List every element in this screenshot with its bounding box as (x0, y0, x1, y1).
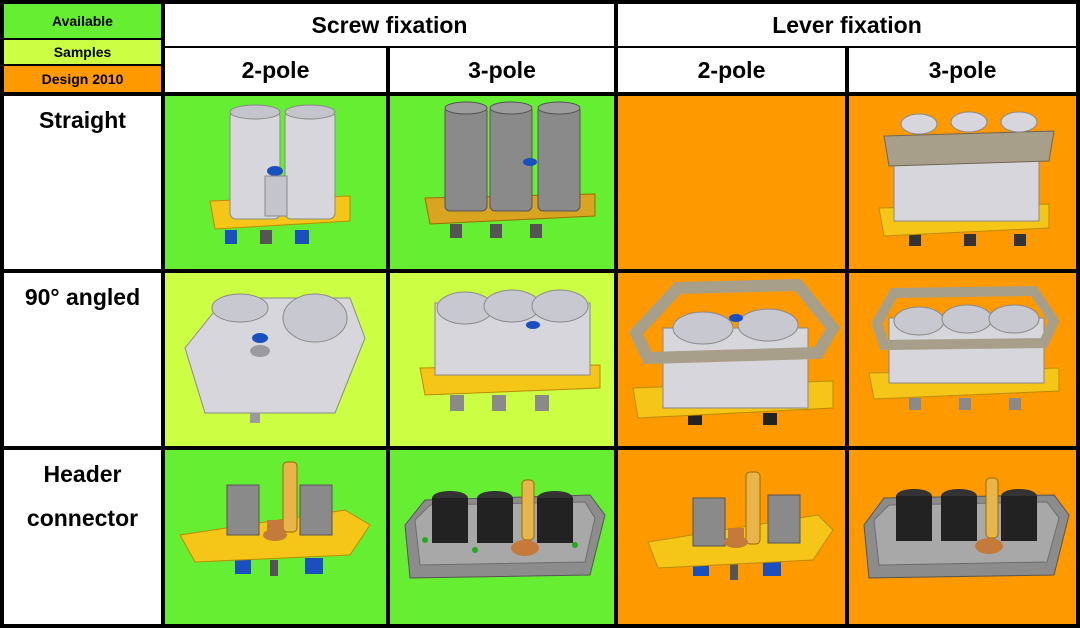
header-screw-label: Screw fixation (311, 11, 468, 38)
header-lever-3pole-label: 3-pole (928, 56, 997, 83)
cell-angled-lever-3pole (849, 273, 1076, 446)
connector-straight-2pole-image (209, 104, 351, 244)
row-header-text-2: connector (26, 505, 139, 531)
legend-available-label: Available (52, 13, 113, 29)
cell-angled-screw-3pole (390, 273, 614, 446)
header-screw-fixation: Screw fixation (165, 4, 614, 46)
row-angled-text: 90° angled (24, 284, 141, 310)
row-straight-text: Straight (39, 107, 126, 133)
connector-straight-lever-3pole-image (878, 111, 1055, 246)
row-header-text-1: Header (43, 461, 122, 487)
legend-design-label: Design 2010 (41, 71, 124, 87)
legend-available: Available (4, 4, 161, 38)
header-screw-2pole-label: 2-pole (241, 56, 310, 83)
cell-straight-lever-3pole (849, 96, 1076, 269)
cell-straight-screw-3pole (390, 96, 614, 269)
legend-design: Design 2010 (4, 66, 161, 92)
header-screw-3pole-label: 3-pole (468, 56, 536, 83)
header-lever-3pole: 3-pole (849, 48, 1076, 92)
row-label-angled: 90° angled (4, 273, 161, 446)
connector-angled-3pole-image (419, 289, 601, 411)
header-lever-2pole: 2-pole (618, 48, 845, 92)
legend-samples: Samples (4, 40, 161, 64)
header-connector-lever-2pole-image (647, 471, 834, 580)
legend-samples-label: Samples (53, 44, 112, 60)
cell-header-screw-3pole (390, 450, 614, 624)
row-label-straight: Straight (4, 96, 161, 269)
header-lever-2pole-label: 2-pole (697, 56, 766, 83)
header-lever-label: Lever fixation (772, 11, 922, 38)
connector-angled-lever-3pole-image (868, 285, 1060, 410)
cell-angled-lever-2pole (618, 273, 845, 446)
cell-header-lever-3pole (849, 450, 1076, 624)
cell-straight-lever-2pole (618, 96, 845, 269)
header-lever-fixation: Lever fixation (618, 4, 1076, 46)
header-connector-2pole-image (179, 461, 371, 576)
connector-angled-2pole-image (184, 293, 366, 423)
header-connector-3pole-image (404, 479, 606, 579)
connector-straight-3pole-image (424, 101, 596, 238)
header-screw-2pole: 2-pole (165, 48, 386, 92)
cell-angled-screw-2pole (165, 273, 386, 446)
row-label-header: Header connector (4, 450, 161, 624)
header-connector-lever-3pole-image (863, 477, 1070, 579)
cell-header-lever-2pole (618, 450, 845, 624)
connector-angled-lever-2pole-image (628, 278, 841, 425)
header-screw-3pole: 3-pole (390, 48, 614, 92)
cell-straight-screw-2pole (165, 96, 386, 269)
cell-header-screw-2pole (165, 450, 386, 624)
